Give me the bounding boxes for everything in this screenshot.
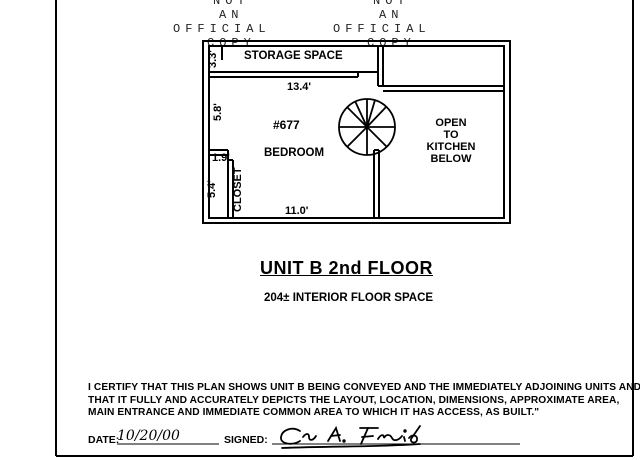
watermark-an-left: AN <box>219 8 244 22</box>
inner-wall <box>208 45 505 219</box>
floor-space-label: 204± INTERIOR FLOOR SPACE <box>264 292 434 304</box>
certification-text: I CERTIFY THAT THIS PLAN SHOWS UNIT B BE… <box>88 382 640 419</box>
open-label-line-2: TO <box>443 129 459 141</box>
outer-wall <box>202 40 511 224</box>
unit-title: UNIT B 2nd FLOOR <box>260 258 433 278</box>
watermark-an-right: AN <box>379 8 404 22</box>
signed-label: SIGNED: <box>224 434 268 446</box>
open-label-line-1: OPEN <box>435 117 467 129</box>
bedroom-label: BEDROOM <box>264 147 325 159</box>
date-value: 10/20/00 <box>117 428 180 444</box>
bottom-dimension-label: 11.0' <box>285 205 309 217</box>
unit-number-label: #677 <box>273 118 300 132</box>
closet-width-label: 1.9' <box>212 152 230 164</box>
storage-space-label: STORAGE SPACE <box>244 50 343 62</box>
watermark-not-right: NOT <box>373 0 410 8</box>
open-label-line-3: KITCHEN <box>426 141 476 153</box>
date-label: DATE: <box>88 434 120 446</box>
watermark-not-left: NOT <box>213 0 250 8</box>
spiral-stair <box>338 98 396 156</box>
open-label-line-4: BELOW <box>430 153 472 165</box>
watermark-official-right: OFFICIAL <box>333 22 431 36</box>
watermark-official-left: OFFICIAL <box>173 22 271 36</box>
top-dimension-label: 13.4' <box>287 81 312 93</box>
